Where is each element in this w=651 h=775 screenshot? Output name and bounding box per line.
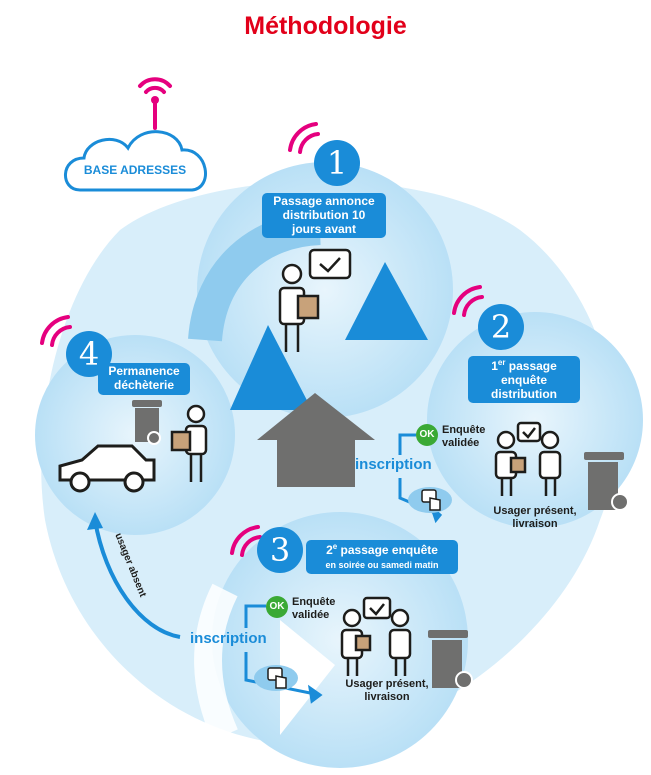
inscription-label-step3: inscription xyxy=(190,630,267,647)
step1-number: 1 xyxy=(314,140,360,186)
flow-step3 xyxy=(244,604,323,704)
step2-label: 1er passage enquête distribution xyxy=(468,356,580,404)
result-text-step3: Usager présent, livraison xyxy=(345,678,429,704)
signal-icon-cloud xyxy=(138,77,172,130)
step2-label-sup: er xyxy=(497,358,506,367)
step1-label: Passage annonce distribution 10 jours av… xyxy=(262,193,386,239)
cloud-label: BASE ADRESSES xyxy=(83,163,187,177)
triangle-right xyxy=(345,262,428,340)
step2-label-number: 1 xyxy=(491,359,498,373)
signal-icon-step2 xyxy=(452,285,484,317)
bin-icon-step2 xyxy=(584,452,629,511)
ok-badge-step2: OK xyxy=(416,424,438,446)
inscription-label-step2: inscription xyxy=(355,456,432,473)
white-arrow-head xyxy=(280,620,335,735)
step4-label: Permanence déchèterie xyxy=(98,363,190,395)
ok-badge-step3: OK xyxy=(266,596,288,618)
step3-circle xyxy=(212,512,468,768)
step3-label-text: passage enquête xyxy=(337,543,438,557)
person-icon-step1 xyxy=(278,248,352,352)
signal-icon-step3 xyxy=(230,525,262,557)
hand-pointer-icon-step2 xyxy=(421,489,441,511)
step3-label-number: 2 xyxy=(326,543,333,557)
people-icon-step2 xyxy=(494,421,562,496)
step3-label-sup: e xyxy=(332,542,338,551)
step2-label-text: passage enquête distribution xyxy=(491,359,557,401)
page-title: Méthodologie xyxy=(244,12,407,40)
hand-pointer-icon-step3 xyxy=(267,667,287,689)
step3-label-sub: en soirée ou samedi matin xyxy=(325,559,439,570)
triangle-left xyxy=(230,325,312,410)
step2-number: 2 xyxy=(478,304,524,350)
house-icon xyxy=(257,393,375,487)
people-icon-step3 xyxy=(340,596,412,676)
absent-arrow-head xyxy=(87,512,103,530)
person-icon-step4 xyxy=(170,404,208,482)
step3-number: 3 xyxy=(257,527,303,573)
cloud-icon xyxy=(64,130,207,192)
ok-text-step3: Enquête validée xyxy=(292,596,336,622)
result-text-step2: Usager présent, livraison xyxy=(493,505,577,531)
bin-icon-step3 xyxy=(428,630,473,689)
bin-icon-step4 xyxy=(132,400,162,445)
arc-arrow-bottom xyxy=(194,583,238,741)
ok-text-step2: Enquête validée xyxy=(442,424,486,450)
signal-icon-step4 xyxy=(40,315,72,347)
step3-label: 2e passage enquête en soirée ou samedi m… xyxy=(306,540,458,574)
absent-arrow xyxy=(93,519,181,639)
signal-icon-step1 xyxy=(288,122,320,154)
car-icon xyxy=(58,444,156,493)
